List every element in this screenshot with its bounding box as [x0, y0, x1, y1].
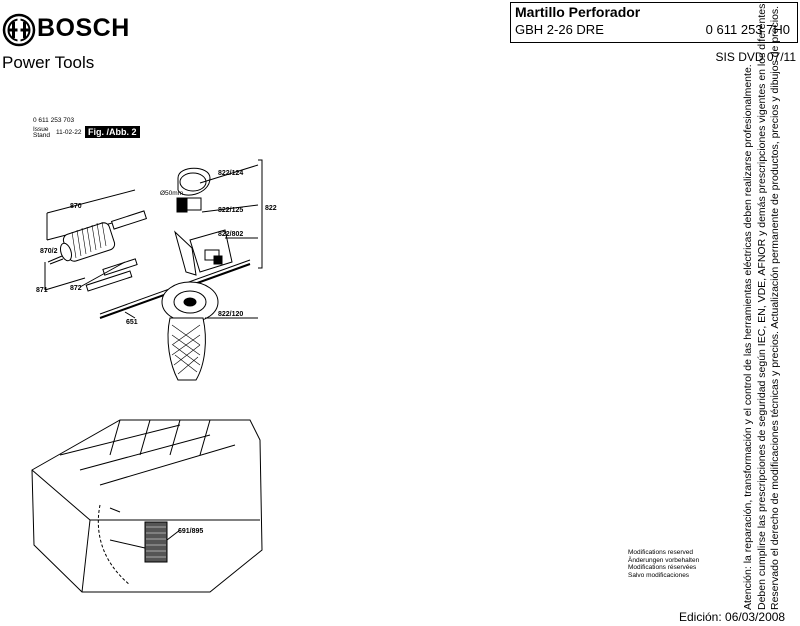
label-822: 822 — [265, 205, 277, 212]
disclaimer-block: Atención: la reparación, transformación … — [742, 0, 800, 610]
label-822-120: 822/120 — [218, 311, 243, 318]
model-name: GBH 2-26 DRE — [515, 22, 604, 37]
chuck-key-872 — [85, 258, 138, 292]
modifications-notice: Modifications reserved Änderungen vorbeh… — [628, 549, 699, 579]
drill-chuck-870 — [59, 210, 148, 262]
issue-label: Issue — [33, 126, 49, 133]
modifications-line: Modifications réservées — [628, 564, 697, 571]
document-title: Martillo Perforador — [515, 4, 641, 20]
exploded-diagram: 870 870/2 871 872 651 822/124 822/125 82… — [31, 159, 277, 593]
label-691-895: 691/895 — [178, 528, 203, 535]
label-822-802: 822/802 — [218, 231, 243, 238]
handle-clamp-822-802 — [174, 229, 233, 276]
issue-date: 11-02-22 — [56, 129, 82, 136]
clamp-band-822-124 — [176, 167, 211, 213]
label-651: 651 — [126, 319, 138, 326]
handle-disc — [161, 281, 219, 323]
stand-label: Stand — [33, 132, 50, 139]
label-871: 871 — [36, 287, 48, 294]
disclaimer-line: Atención: la reparación, transformación … — [742, 64, 754, 610]
carrying-case-691-895 — [31, 419, 263, 593]
edition-date: Edición: 06/03/2008 — [679, 610, 786, 624]
part-number: 0 611 253 7H0 — [705, 22, 790, 37]
modifications-line: Modifications reserved — [628, 549, 694, 556]
label-870: 870 — [70, 203, 82, 210]
brand-subtitle: Power Tools — [2, 53, 95, 72]
label-870-2: 870/2 — [40, 248, 58, 255]
figure-part-number: 0 611 253 703 — [33, 117, 75, 124]
diameter-label: Ø50mm — [160, 190, 183, 197]
label-822-125: 822/125 — [218, 207, 243, 214]
bosch-logo — [2, 12, 137, 52]
disclaimer-line: Reservado el derecho de modificaciones t… — [769, 5, 781, 610]
label-822-124: 822/124 — [218, 170, 243, 177]
modifications-line: Änderungen vorbehalten — [628, 556, 700, 564]
screw-870-2 — [47, 255, 63, 263]
figure-label: Fig. /Abb. 2 — [85, 126, 140, 138]
label-872: 872 — [70, 285, 82, 292]
edition-code: SIS DVD 07/11 — [715, 50, 796, 64]
disclaimer-line: Deben cumplirse las prescripciones de se… — [755, 0, 768, 610]
brand-name: BOSCH — [37, 14, 130, 42]
bosch-armature-icon — [2, 13, 36, 47]
title-box — [510, 2, 798, 43]
modifications-line: Salvo modificaciones — [628, 571, 690, 579]
auxiliary-handle-822-120 — [167, 317, 206, 381]
